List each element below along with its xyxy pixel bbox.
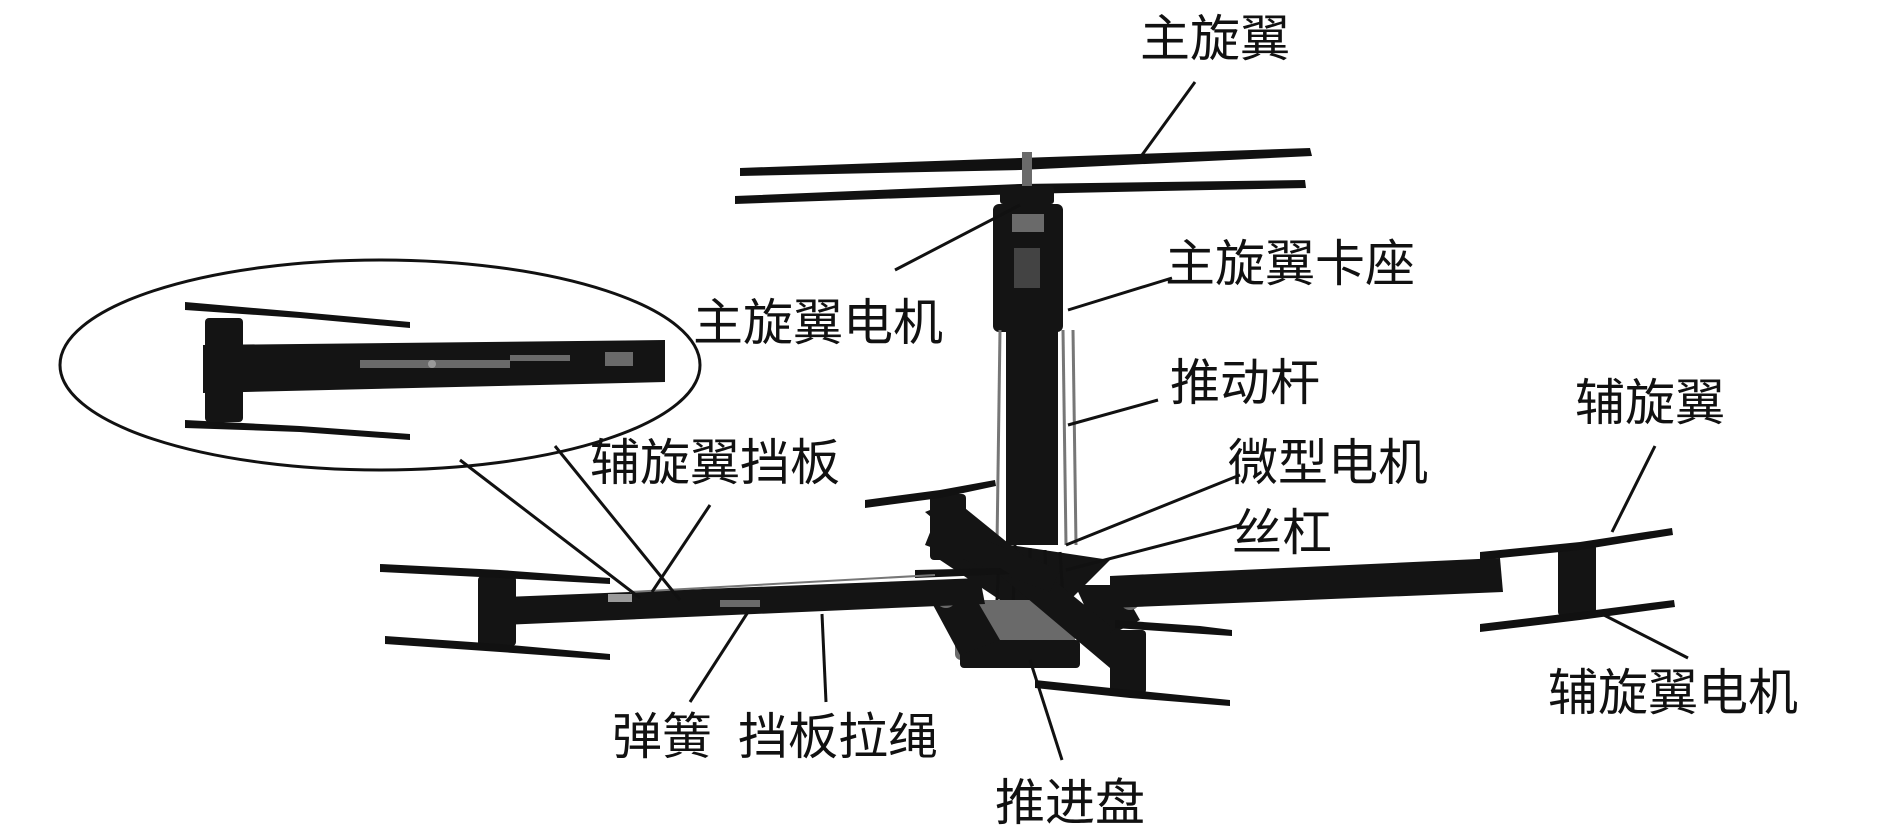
central-column (995, 329, 1078, 546)
label-micro-motor: 微型电机 (1228, 434, 1428, 492)
label-main-rotor: 主旋翼 (1140, 10, 1290, 68)
main-rotor (735, 148, 1312, 204)
back-aux-rotor (865, 480, 1010, 578)
label-baffle-pull-rope: 挡板拉绳 (738, 708, 938, 766)
label-aux-rotor-baffle: 辅旋翼挡板 (590, 434, 840, 492)
leader-lines (650, 81, 1689, 761)
label-aux-rotor: 辅旋翼 (1575, 374, 1725, 432)
label-main-rotor-motor: 主旋翼电机 (693, 294, 943, 352)
label-lead-screw: 丝杠 (1232, 504, 1332, 562)
main-rotor-motor-body (993, 204, 1063, 332)
label-main-rotor-mount: 主旋翼卡座 (1165, 235, 1415, 293)
front-aux-rotor (1035, 620, 1232, 706)
label-aux-rotor-motor: 辅旋翼电机 (1548, 664, 1798, 722)
zoom-inset (58, 258, 702, 601)
label-spring: 弹簧 (612, 708, 712, 766)
label-push-rod: 推动杆 (1170, 354, 1320, 412)
baffle-parts (608, 574, 936, 607)
right-aux-rotor (1480, 528, 1675, 632)
label-propulsion-disc: 推进盘 (995, 774, 1145, 832)
left-aux-rotor (380, 564, 610, 660)
